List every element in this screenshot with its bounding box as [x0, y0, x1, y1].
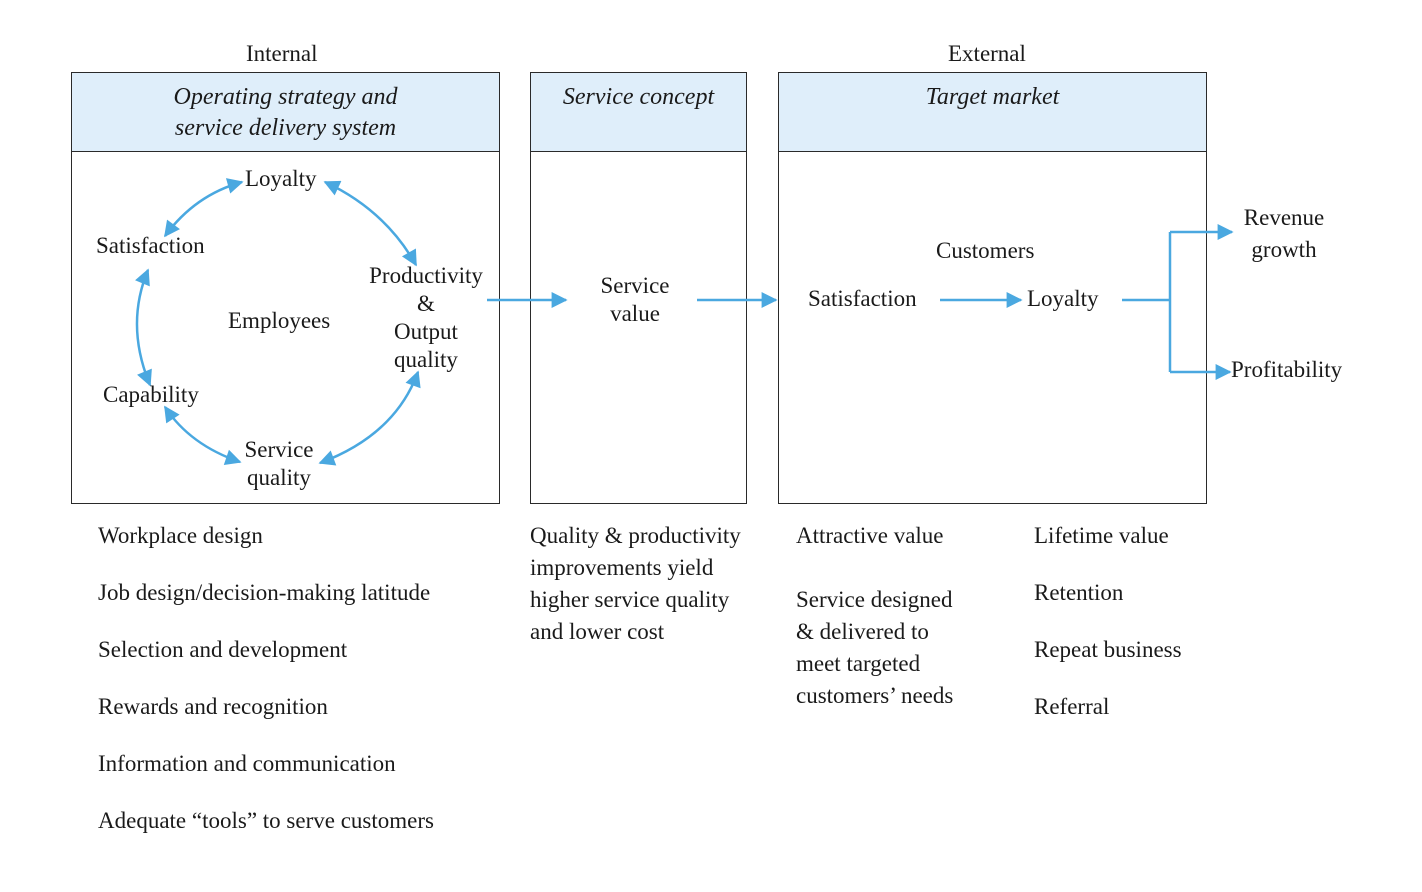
service-designed-line1: Service designed [796, 587, 953, 612]
list-item: Selection and development [98, 637, 348, 662]
cycle-capability: Capability [103, 382, 199, 407]
service-value-line2: value [610, 301, 660, 326]
operating-title-line2: service delivery system [174, 115, 397, 141]
profitability: Profitability [1231, 357, 1343, 382]
service-concept-text: Quality & productivity improvements yiel… [530, 520, 741, 648]
service-concept-line2: improvements yield [530, 555, 714, 580]
service-designed-line4: customers’ needs [796, 683, 954, 708]
service-value: Service value [585, 272, 685, 328]
internal-header: Internal [246, 41, 318, 66]
attractive-value: Attractive value [796, 523, 944, 548]
service-designed-line2: & delivered to [796, 619, 929, 644]
revenue-line1: Revenue [1243, 205, 1325, 230]
revenue-line2: growth [1251, 237, 1317, 262]
service-designed-line3: meet targeted [796, 651, 921, 676]
service-quality-line2: quality [247, 465, 311, 490]
cycle-employees: Employees [228, 308, 331, 333]
productivity-line3: Output [394, 319, 458, 344]
list-item: Rewards and recognition [98, 694, 328, 719]
customer-satisfaction: Satisfaction [808, 286, 917, 311]
customers-label: Customers [936, 238, 1035, 263]
list-item: Retention [1034, 580, 1124, 605]
operating-strategy-header: Operating strategy and service delivery … [72, 73, 499, 152]
service-value-line1: Service [600, 273, 670, 298]
list-item: Repeat business [1034, 637, 1182, 662]
service-concept-box: Service concept [530, 72, 747, 504]
cycle-service-quality: Service quality [229, 436, 329, 492]
operating-title-line1: Operating strategy and [173, 84, 398, 110]
service-concept-line1: Quality & productivity [530, 523, 741, 548]
service-concept-header: Service concept [531, 73, 746, 152]
target-market-header: Target market [779, 73, 1206, 152]
revenue-growth: Revenue growth [1234, 204, 1334, 264]
list-item: Referral [1034, 694, 1110, 719]
list-item: Job design/decision-making latitude [98, 580, 431, 605]
productivity-line1: Productivity [369, 263, 483, 288]
service-designed-text: Service designed & delivered to meet tar… [796, 584, 953, 712]
list-item: Adequate “tools” to serve customers [98, 808, 434, 833]
cycle-satisfaction: Satisfaction [96, 233, 205, 258]
service-concept-line4: and lower cost [530, 619, 665, 644]
list-item: Information and communication [98, 751, 396, 776]
cycle-productivity-output-quality: Productivity & Output quality [362, 262, 490, 374]
cycle-loyalty: Loyalty [245, 166, 317, 191]
target-market-box: Target market [778, 72, 1207, 504]
operating-strategy-box: Operating strategy and service delivery … [71, 72, 500, 504]
customer-loyalty: Loyalty [1027, 286, 1099, 311]
service-concept-line3: higher service quality [530, 587, 730, 612]
list-item: Lifetime value [1034, 523, 1169, 548]
service-quality-line1: Service [244, 437, 314, 462]
list-item: Workplace design [98, 523, 263, 548]
productivity-line2: & [417, 291, 435, 316]
productivity-line4: quality [394, 347, 458, 372]
external-header: External [948, 41, 1026, 66]
